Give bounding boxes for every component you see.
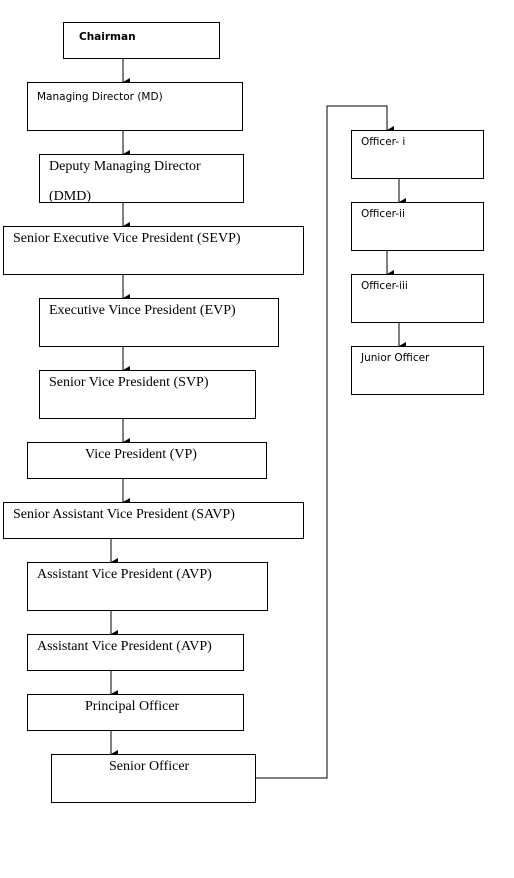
node-officer-i: Officer- i bbox=[351, 130, 484, 179]
node-assistant-vice-president-2: Assistant Vice President (AVP) bbox=[27, 634, 244, 671]
node-label: Junior Officer bbox=[361, 352, 430, 364]
node-label: Chairman bbox=[79, 31, 136, 43]
connector-senior-officer-to-officer-i bbox=[255, 105, 394, 779]
node-deputy-managing-director: Deputy Managing Director (DMD) bbox=[39, 154, 244, 203]
node-junior-officer: Junior Officer bbox=[351, 346, 484, 395]
node-senior-officer: Senior Officer bbox=[51, 754, 256, 803]
node-label: Senior Executive Vice President (SEVP) bbox=[13, 231, 241, 246]
node-senior-vice-president: Senior Vice President (SVP) bbox=[39, 370, 256, 419]
node-chairman: Chairman bbox=[63, 22, 220, 59]
node-label: Officer-iii bbox=[361, 280, 408, 292]
node-label: Deputy Managing Director bbox=[49, 159, 201, 174]
node-senior-assistant-vice-president: Senior Assistant Vice President (SAVP) bbox=[3, 502, 304, 539]
node-officer-ii: Officer-ii bbox=[351, 202, 484, 251]
node-label-overflow: (DMD) bbox=[49, 189, 91, 203]
node-label: Officer- i bbox=[361, 136, 406, 148]
node-executive-vice-president: Executive Vince President (EVP) bbox=[39, 298, 279, 347]
node-managing-director: Managing Director (MD) bbox=[27, 82, 243, 131]
node-senior-executive-vice-president: Senior Executive Vice President (SEVP) bbox=[3, 226, 304, 275]
node-assistant-vice-president-1: Assistant Vice President (AVP) bbox=[27, 562, 268, 611]
node-label: Senior Officer bbox=[109, 759, 190, 774]
node-label: Principal Officer bbox=[85, 699, 180, 714]
node-principal-officer: Principal Officer bbox=[27, 694, 244, 731]
node-label: Senior Vice President (SVP) bbox=[49, 375, 209, 390]
node-label: Officer-ii bbox=[361, 208, 405, 220]
node-label: Assistant Vice President (AVP) bbox=[37, 639, 212, 654]
node-label: Vice President (VP) bbox=[85, 447, 197, 462]
node-officer-iii: Officer-iii bbox=[351, 274, 484, 323]
node-label: Assistant Vice President (AVP) bbox=[37, 567, 212, 582]
node-label: Managing Director (MD) bbox=[37, 91, 163, 103]
node-label: Executive Vince President (EVP) bbox=[49, 303, 236, 318]
node-label: Senior Assistant Vice President (SAVP) bbox=[13, 507, 235, 522]
node-vice-president: Vice President (VP) bbox=[27, 442, 267, 479]
